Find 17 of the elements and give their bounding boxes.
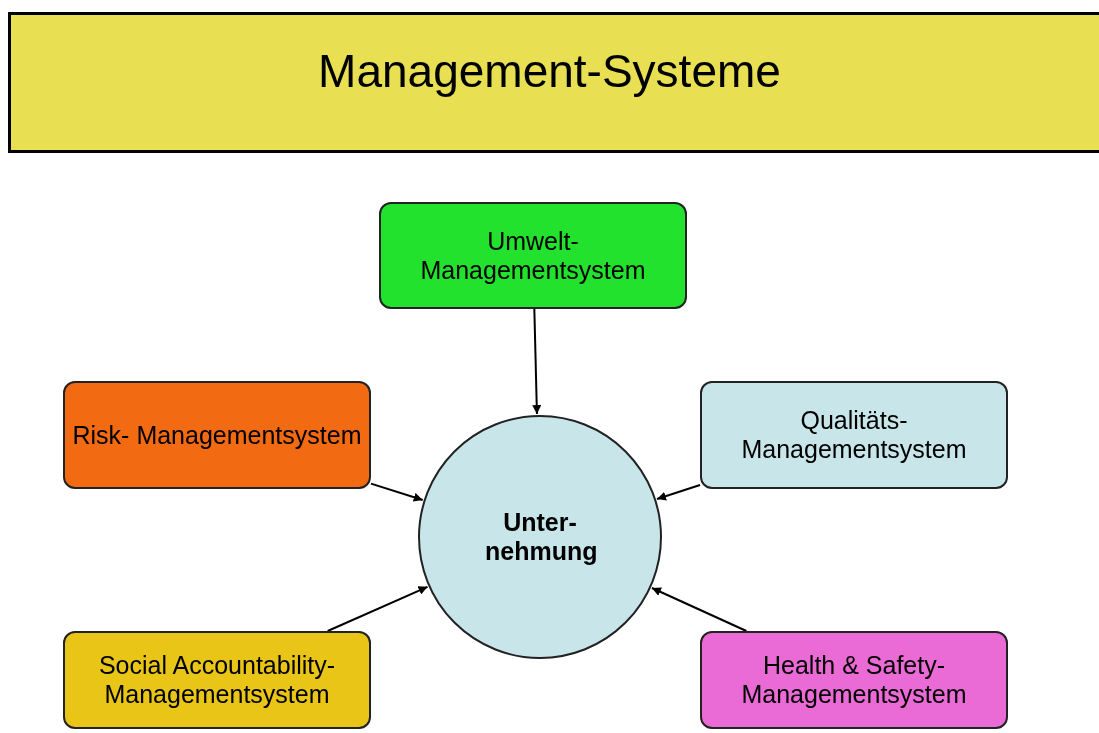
system-box (63, 631, 371, 729)
node-label: Social Accountability- Managementsystem (97, 651, 337, 709)
node-label: Qualitäts- Managementsystem (740, 406, 968, 464)
system-box (700, 631, 1008, 729)
system-box (63, 381, 371, 489)
system-box (700, 381, 1008, 489)
system-box (379, 202, 687, 309)
diagram-title: Management-Systeme (317, 44, 782, 98)
node-label: Health & Safety- Managementsystem (740, 651, 968, 709)
arrow (370, 482, 424, 502)
arrow (650, 587, 748, 632)
node-label: Unter- nehmung (484, 508, 599, 566)
node-label: Umwelt- Managementsystem (419, 226, 647, 285)
arrow (656, 484, 701, 501)
node-label: Risk- Managementsystem (71, 420, 363, 450)
arrow (532, 308, 542, 416)
arrow (326, 585, 429, 632)
